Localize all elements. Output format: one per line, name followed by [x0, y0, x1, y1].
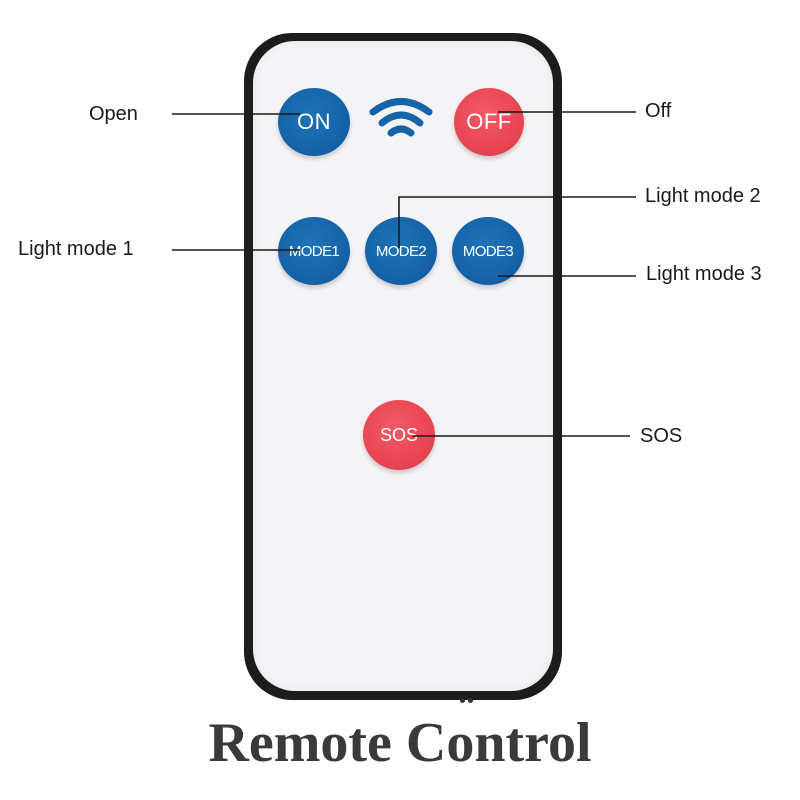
callout-label-off: Off — [645, 100, 672, 122]
remote-edge-detail — [452, 696, 480, 705]
mode2-button[interactable]: MODE2 — [365, 217, 437, 285]
page-title: Remote Control — [208, 712, 592, 774]
wifi-icon — [369, 98, 433, 137]
callout-label-light-mode-2: Light mode 2 — [645, 185, 761, 207]
callout-label-light-mode-1: Light mode 1 — [18, 238, 134, 260]
mode1-button[interactable]: MODE1 — [278, 217, 350, 285]
on-button[interactable]: ON — [278, 88, 350, 156]
callout-label-open: Open — [89, 103, 138, 125]
off-button[interactable]: OFF — [454, 88, 524, 156]
sos-button[interactable]: SOS — [363, 400, 435, 470]
callout-label-sos: SOS — [640, 425, 683, 447]
mode3-button[interactable]: MODE3 — [452, 217, 524, 285]
callout-label-light-mode-3: Light mode 3 — [646, 263, 762, 285]
